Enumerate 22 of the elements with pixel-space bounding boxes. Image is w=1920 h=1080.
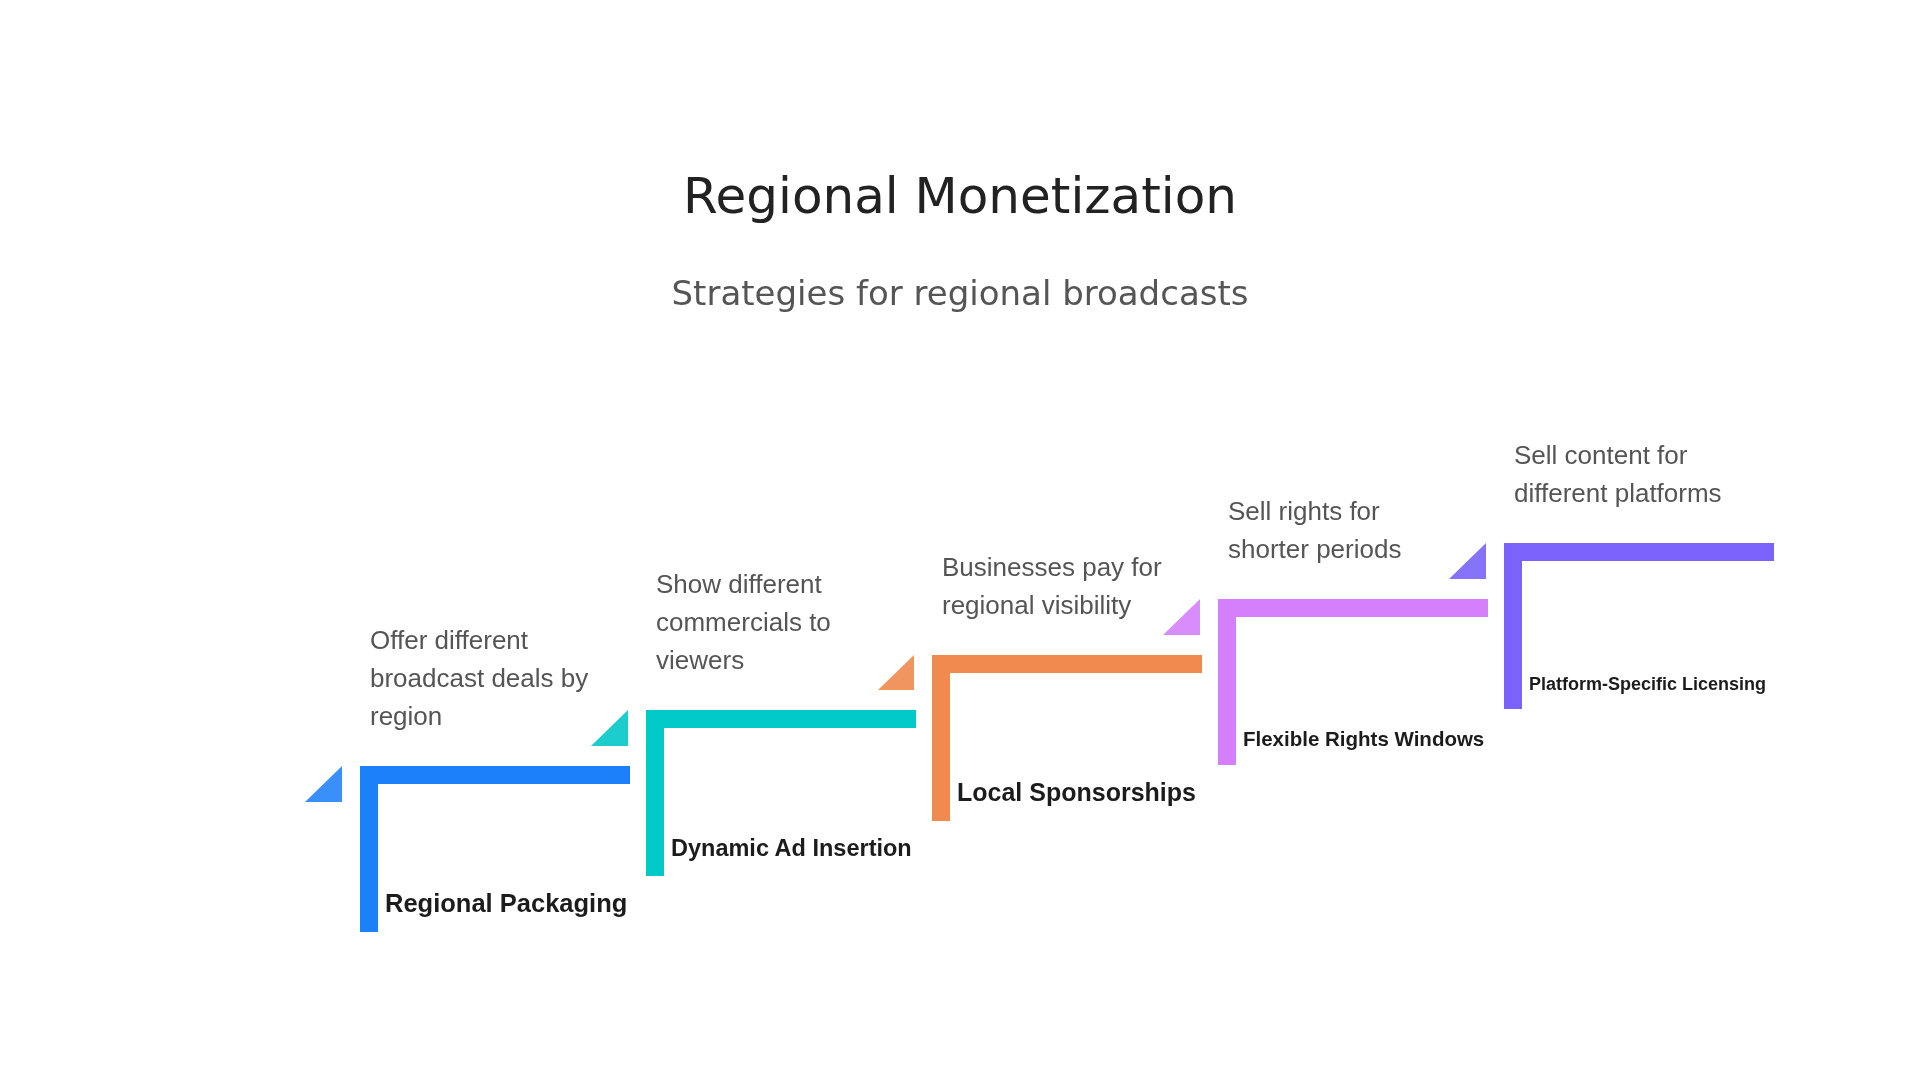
step-bracket <box>1504 543 1774 709</box>
step-description: Show different commercials to viewers <box>656 568 832 677</box>
triangle-arrow <box>591 710 628 746</box>
step-title: Dynamic Ad Insertion <box>671 835 912 862</box>
step-title: Flexible Rights Windows <box>1243 727 1485 751</box>
step-title: Regional Packaging <box>385 888 628 918</box>
step-description: Sell content for different platforms <box>1514 439 1723 510</box>
diagram-subtitle: Strategies for regional broadcasts <box>671 273 1249 314</box>
step-bracket <box>1218 599 1488 765</box>
step-description: Offer different broadcast deals by region <box>370 624 590 733</box>
step-title: Local Sponsorships <box>957 778 1196 807</box>
diagram-title: Regional Monetization <box>683 166 1237 226</box>
step-bracket <box>646 710 916 876</box>
triangle-arrow <box>305 766 342 802</box>
step-bracket <box>360 766 630 932</box>
triangle-arrow <box>878 655 914 690</box>
step-description: Sell rights for shorter periods <box>1228 495 1403 566</box>
triangle-arrow <box>1449 543 1486 579</box>
triangle-arrow <box>1163 599 1200 635</box>
step-bracket <box>932 655 1202 821</box>
step-description: Businesses pay for regional visibility <box>942 551 1163 622</box>
step-title: Platform-Specific Licensing <box>1529 674 1767 695</box>
